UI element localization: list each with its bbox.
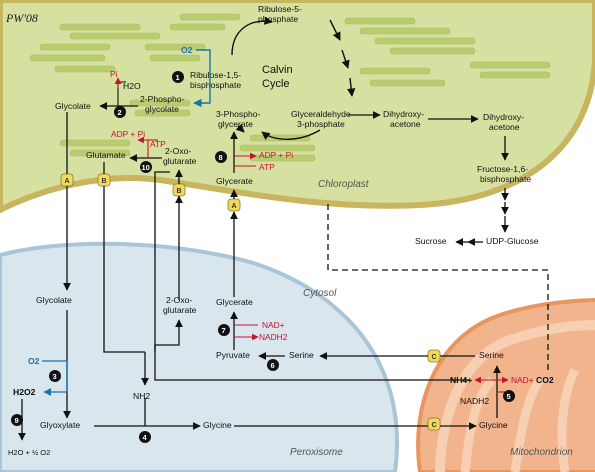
phosphoglycolate-label-2: glycolate bbox=[145, 104, 179, 114]
glycine-peroxisome-label: Glycine bbox=[203, 420, 232, 430]
co2-return-path bbox=[327, 200, 549, 370]
rubp-label-2: bisphosphate bbox=[190, 80, 241, 90]
glycerate-peroxisome-label: Glycerate bbox=[216, 297, 253, 307]
nh4-label: NH4+ bbox=[450, 375, 472, 385]
atp-10-label: ATP bbox=[150, 139, 166, 149]
rubp-label-1: Ribulose-1,5- bbox=[190, 70, 241, 80]
ribulose-5-phosphate-label-2: phosphate bbox=[258, 14, 298, 24]
oxoglutarate-chloroplast-label-2: glutarate bbox=[163, 156, 197, 166]
glycine-mitochondrion-label: Glycine bbox=[479, 420, 508, 430]
fbp-label-2: bisphosphate bbox=[480, 174, 531, 184]
pga-label-1: 3-Phospho- bbox=[216, 109, 261, 119]
glycerate-chloroplast-label: Glycerate bbox=[216, 176, 253, 186]
svg-text:C: C bbox=[432, 422, 437, 429]
step-4-badge bbox=[139, 431, 151, 443]
step-5-badge bbox=[503, 390, 515, 402]
step-6-badge bbox=[267, 359, 279, 371]
nadh2-7-label: NADH2 bbox=[259, 332, 288, 342]
dha-chloroplast-label-2: acetone bbox=[390, 119, 421, 129]
glycolate-chloroplast-label: Glycolate bbox=[55, 101, 91, 111]
calvin-cycle-label-1: Calvin bbox=[262, 64, 293, 76]
step-1-badge bbox=[172, 71, 184, 83]
author-signature: PW'08 bbox=[5, 11, 38, 25]
step-7-number: 7 bbox=[222, 326, 226, 335]
step-5-number: 5 bbox=[507, 392, 511, 401]
transporter-c-serine: C bbox=[427, 349, 441, 363]
oxoglutarate-peroxisome-label-1: 2-Oxo- bbox=[166, 295, 192, 305]
nadh2-mito-label: NADH2 bbox=[460, 396, 489, 406]
svg-text:A: A bbox=[65, 178, 70, 185]
o2-peroxisome-label: O2 bbox=[28, 356, 40, 366]
step-3-number: 3 bbox=[53, 372, 57, 381]
o2-chloroplast-label: O2 bbox=[181, 45, 193, 55]
water-oxygen-label: H2O + ½ O2 bbox=[8, 448, 50, 457]
sucrose-label: Sucrose bbox=[415, 236, 447, 246]
transporter-a-glycolate: A bbox=[60, 173, 74, 187]
oxoglutarate-peroxisome-label-2: glutarate bbox=[163, 305, 197, 315]
pyruvate-label: Pyruvate bbox=[216, 350, 250, 360]
calvin-cycle-label-2: Cycle bbox=[262, 78, 290, 90]
pga-label-2: glycerate bbox=[218, 119, 253, 129]
adp-pi-8-label: ADP + Pi bbox=[259, 150, 293, 160]
gap-label-1: Glyceraldehyde- bbox=[291, 109, 354, 119]
dha-chloroplast-label-1: Dihydroxy- bbox=[383, 109, 424, 119]
nad-mito-label: NAD+ bbox=[511, 375, 534, 385]
serine-peroxisome-label: Serine bbox=[289, 350, 314, 360]
step-2-badge bbox=[114, 106, 126, 118]
gap-label-2: 3-phosphate bbox=[297, 119, 345, 129]
step-2-number: 2 bbox=[118, 108, 122, 117]
step-10-badge bbox=[140, 161, 152, 173]
step-3-badge bbox=[49, 370, 61, 382]
chloroplast-label: Chloroplast bbox=[318, 179, 370, 190]
fbp-label-1: Fructose-1,6- bbox=[477, 164, 528, 174]
nad-7-label: NAD+ bbox=[262, 320, 285, 330]
phosphoglycolate-label-1: 2-Phospho- bbox=[140, 94, 185, 104]
step-8-number: 8 bbox=[219, 153, 223, 162]
glyoxylate-label: Glyoxylate bbox=[40, 420, 80, 430]
co2-label: CO2 bbox=[536, 375, 554, 385]
svg-text:B: B bbox=[102, 178, 107, 185]
step-8-badge bbox=[215, 151, 227, 163]
calvin-cycle bbox=[231, 16, 356, 140]
transporter-a-glycerate: A bbox=[227, 198, 241, 212]
transporter-c-glycine: C bbox=[427, 417, 441, 431]
h2o-label: H2O bbox=[123, 81, 141, 91]
step-7-badge bbox=[218, 324, 230, 336]
step-10-number: 10 bbox=[142, 163, 150, 172]
mitochondrion-compartment bbox=[416, 298, 595, 472]
svg-text:B: B bbox=[177, 188, 182, 195]
glutamate-label: Glutamate bbox=[86, 150, 126, 160]
udp-glucose-label: UDP-Glucose bbox=[486, 236, 539, 246]
glycolate-peroxisome-label: Glycolate bbox=[36, 295, 72, 305]
serine-mitochondrion-label: Serine bbox=[479, 350, 504, 360]
adp-pi-10-label: ADP + Pi bbox=[111, 129, 145, 139]
dha-cytosol-label-2: acetone bbox=[489, 122, 520, 132]
svg-text:A: A bbox=[232, 203, 237, 210]
oxoglutarate-chloroplast-label-1: 2-Oxo- bbox=[165, 146, 191, 156]
pi-label: Pi bbox=[110, 69, 118, 79]
ribulose-5-phosphate-label-1: Ribulose-5- bbox=[258, 4, 302, 14]
step-6-number: 6 bbox=[271, 361, 275, 370]
step-9-number: 9 bbox=[15, 416, 19, 425]
step-4-number: 4 bbox=[143, 433, 148, 442]
transporter-b-oxoglutarate: B bbox=[172, 183, 186, 197]
mitochondrion-label: Mitochondrion bbox=[510, 447, 573, 458]
peroxisome-label: Peroxisome bbox=[290, 447, 343, 458]
dha-cytosol-label-1: Dihydroxy- bbox=[483, 112, 524, 122]
atp-8-label: ATP bbox=[259, 162, 275, 172]
cytosol-label: Cytosol bbox=[303, 288, 337, 299]
step-1-number: 1 bbox=[176, 73, 180, 82]
step-9-badge bbox=[11, 414, 23, 426]
nh2-label: NH2 bbox=[133, 391, 150, 401]
transporter-b-glutamate: B bbox=[97, 173, 111, 187]
h2o2-label: H2O2 bbox=[13, 387, 36, 397]
svg-text:C: C bbox=[432, 354, 437, 361]
peroxisome-compartment bbox=[0, 241, 399, 472]
